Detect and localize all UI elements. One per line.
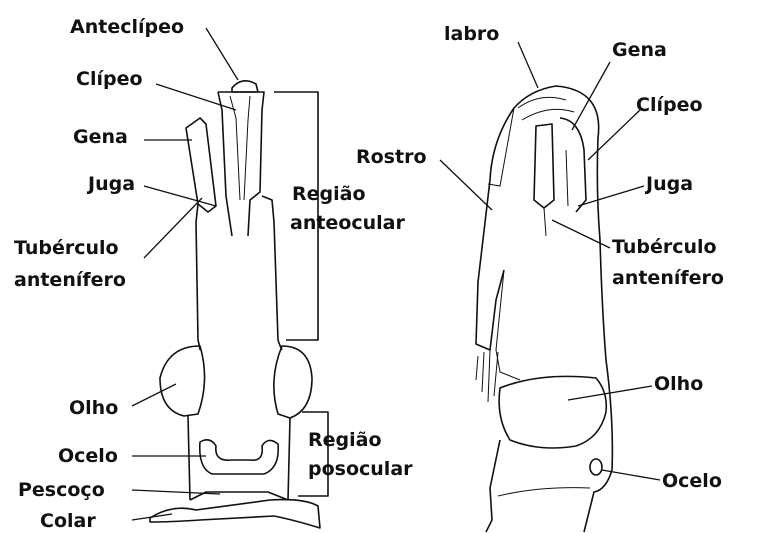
label-colar: Colar — [40, 510, 96, 532]
label-gena: Gena — [73, 126, 128, 148]
label-tuberculo-right: Tubérculo — [612, 236, 717, 258]
label-gena-right: Gena — [612, 39, 667, 61]
label-clipeo-right: Clípeo — [636, 94, 703, 116]
label-antenifero: antenífero — [14, 269, 126, 291]
label-regiao-posocular-2: posocular — [308, 458, 413, 480]
label-anteclipeo: Anteclípeo — [70, 16, 184, 38]
right-leader-lines — [440, 42, 660, 480]
label-olho: Olho — [69, 397, 118, 419]
label-ocelo: Ocelo — [58, 445, 118, 467]
label-clipeo: Clípeo — [76, 68, 143, 90]
label-rostro: Rostro — [356, 146, 427, 168]
label-regiao-posocular-1: Região — [308, 429, 382, 451]
label-regiao-anteocular-2: anteocular — [290, 212, 405, 234]
label-regiao-anteocular-1: Região — [292, 183, 366, 205]
right-head-drawing — [476, 86, 612, 532]
label-tuberculo: Tubérculo — [14, 237, 119, 259]
label-ocelo-right: Ocelo — [662, 470, 722, 492]
label-antenifero-right: antenífero — [612, 267, 724, 289]
left-leader-lines — [132, 28, 238, 520]
label-juga-right: Juga — [644, 173, 693, 195]
left-head-drawing — [150, 81, 328, 528]
label-labro: labro — [444, 23, 499, 45]
label-pescoco: Pescoço — [18, 479, 105, 501]
label-juga: Juga — [86, 173, 135, 195]
label-olho-right: Olho — [654, 373, 703, 395]
